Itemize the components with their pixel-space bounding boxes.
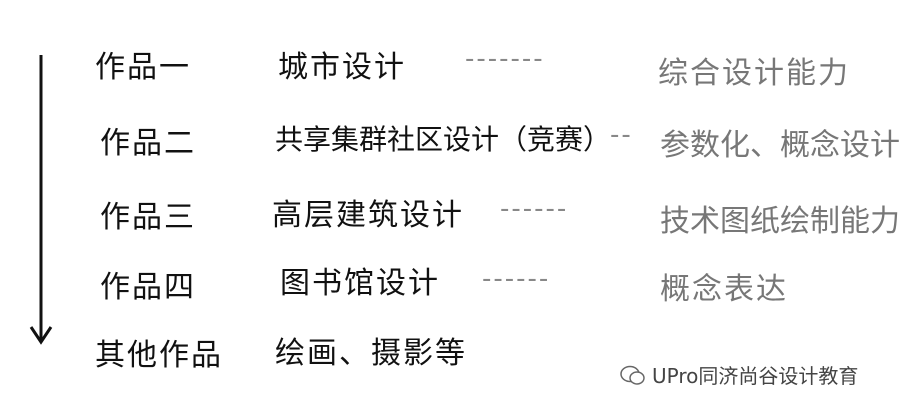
work-1-skill: 综合设计能力 (658, 56, 850, 91)
work-4-skill: 概念表达 (660, 272, 788, 307)
work-1-connector: ------- (465, 44, 545, 74)
work-3-connector: ------ (500, 194, 569, 224)
work-2-label: 作品二 (100, 126, 196, 161)
other-works-label: 其他作品 (95, 338, 223, 373)
work-1-label: 作品一 (95, 50, 191, 85)
work-2-connector: -- (610, 120, 633, 150)
work-2-project: 共享集群社区设计（竞赛） (275, 123, 612, 156)
wechat-icon (620, 365, 645, 385)
work-3-label: 作品三 (100, 200, 196, 235)
work-4-connector: ------ (482, 264, 551, 294)
down-arrow (29, 55, 53, 345)
watermark-text: UPro同济尚谷设计教育 (652, 364, 859, 388)
other-works-project: 绘画、摄影等 (275, 336, 467, 371)
work-1-project: 城市设计 (278, 50, 406, 85)
work-4-project: 图书馆设计 (280, 266, 440, 301)
work-3-skill: 技术图纸绘制能力 (660, 204, 900, 239)
watermark: UPro同济尚谷设计教育 (620, 360, 858, 389)
work-3-project: 高层建筑设计 (272, 198, 464, 233)
work-2-skill: 参数化、概念设计 (660, 128, 900, 163)
work-4-label: 作品四 (100, 270, 196, 305)
